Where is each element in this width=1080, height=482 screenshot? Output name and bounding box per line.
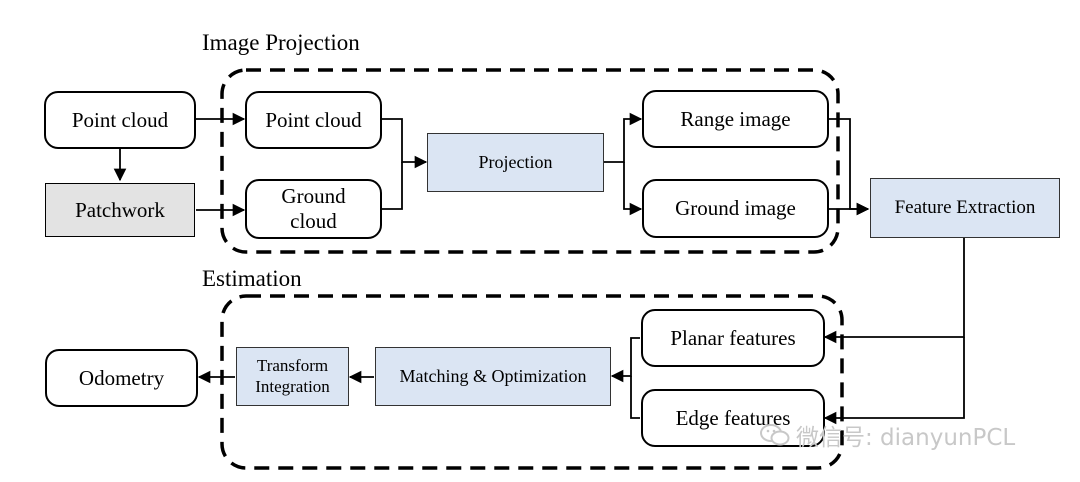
node-point-cloud-input: Point cloud bbox=[44, 91, 196, 149]
node-matching-optimization: Matching & Optimization bbox=[375, 347, 611, 406]
edge-projection-to-groundimage bbox=[623, 162, 643, 216]
edge-projection-to-rangeimage bbox=[604, 112, 643, 163]
group-title-image-projection: Image Projection bbox=[202, 30, 360, 55]
watermark: 微信号: dianyunPCL bbox=[760, 418, 1015, 452]
node-patchwork: Patchwork bbox=[45, 183, 195, 237]
group-title-estimation: Estimation bbox=[202, 266, 302, 291]
estimation-group-frame bbox=[220, 294, 844, 470]
edge-edge-to-matching bbox=[630, 376, 640, 419]
edge-pointcloud-to-projection bbox=[382, 118, 428, 169]
node-ground-cloud: Ground cloud bbox=[245, 179, 382, 239]
node-odometry: Odometry bbox=[45, 349, 198, 407]
watermark-text: 微信号: dianyunPCL bbox=[796, 425, 1016, 451]
node-transform-integration: Transform Integration bbox=[236, 347, 349, 406]
node-planar-features: Planar features bbox=[641, 309, 825, 367]
node-projection: Projection bbox=[427, 133, 604, 192]
edge-features-to-edge bbox=[823, 337, 965, 425]
node-edge-features: Edge features bbox=[641, 389, 825, 447]
image-projection-group-frame bbox=[220, 68, 840, 254]
edge-planar-to-matching bbox=[610, 337, 640, 383]
node-ground-image: Ground image bbox=[642, 179, 829, 238]
edge-rangeimage-to-features bbox=[829, 118, 870, 216]
wechat-icon bbox=[760, 424, 790, 446]
node-point-cloud: Point cloud bbox=[245, 91, 382, 149]
edge-features-to-planar bbox=[823, 237, 965, 344]
node-range-image: Range image bbox=[642, 90, 829, 148]
node-feature-extraction: Feature Extraction bbox=[870, 178, 1060, 238]
edge-groundcloud-to-projection bbox=[382, 162, 403, 210]
